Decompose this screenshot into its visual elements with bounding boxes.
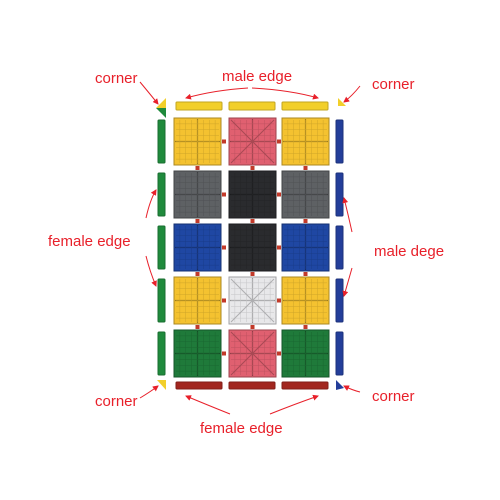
label-male-edge-top: male edge xyxy=(222,68,293,85)
label-corner-bottom-right: corner xyxy=(372,388,415,405)
arrow-right-b xyxy=(342,267,353,297)
tile-connector xyxy=(303,166,308,170)
tile-connector xyxy=(250,272,255,276)
edge-piece-top xyxy=(228,101,276,111)
corner-piece-top-left xyxy=(156,98,166,108)
edge-piece-right xyxy=(335,278,344,323)
edge-piece-right xyxy=(335,331,344,376)
edge-piece-top xyxy=(175,101,223,111)
edge-piece-left xyxy=(157,331,166,376)
tile-connector xyxy=(250,166,255,170)
edge-piece-bottom xyxy=(281,381,329,390)
tile-connector xyxy=(195,325,200,329)
arrow-left-a xyxy=(145,189,157,219)
tile xyxy=(228,117,281,170)
tile-connector xyxy=(303,219,308,223)
label-female-edge-bottom: female edge xyxy=(200,420,283,437)
tile-connector xyxy=(195,166,200,170)
edge-piece-right xyxy=(335,225,344,270)
arrow-top-a xyxy=(185,87,249,100)
tile xyxy=(173,329,226,378)
edge-piece-right xyxy=(335,119,344,164)
tile-connector xyxy=(222,245,226,250)
arrow-top-b xyxy=(251,87,319,100)
tile xyxy=(173,170,226,223)
tile-connector xyxy=(222,139,226,144)
arrow-top-right xyxy=(343,85,361,103)
tile xyxy=(228,329,281,378)
edge-piece-left xyxy=(157,172,166,217)
tile xyxy=(281,117,330,170)
tile-connector xyxy=(250,219,255,223)
tile xyxy=(173,276,226,329)
tile xyxy=(228,170,281,223)
tile-connector xyxy=(277,192,281,197)
label-female-edge-left: female edge xyxy=(48,233,131,250)
edge-piece-right xyxy=(335,172,344,217)
tile-diagonal xyxy=(230,278,275,323)
tile-connector xyxy=(222,192,226,197)
tile-connector xyxy=(195,272,200,276)
tile-diagonal xyxy=(230,331,275,376)
corner-piece-top-right xyxy=(338,98,346,106)
arrow-top-left xyxy=(139,81,159,105)
edge-piece-left xyxy=(157,225,166,270)
corner-piece-top-left xyxy=(156,108,166,118)
tile-diagonal xyxy=(230,119,275,164)
tile-connector xyxy=(222,298,226,303)
tile xyxy=(281,276,330,329)
tile-connector xyxy=(277,298,281,303)
tile xyxy=(173,117,226,170)
edge-piece-left xyxy=(157,119,166,164)
tile-connector xyxy=(250,325,255,329)
label-corner-top-left: corner xyxy=(95,70,138,87)
tile-connector xyxy=(277,351,281,356)
tile-connector xyxy=(195,219,200,223)
tile xyxy=(281,329,330,378)
tile xyxy=(281,223,330,276)
tile xyxy=(228,276,281,329)
edge-piece-left xyxy=(157,278,166,323)
edge-piece-top xyxy=(281,101,329,111)
label-corner-top-right: corner xyxy=(372,76,415,93)
edge-piece-bottom xyxy=(228,381,276,390)
label-corner-bottom-left: corner xyxy=(95,393,138,410)
corner-piece-bottom-left xyxy=(157,380,166,390)
tile-connector xyxy=(303,325,308,329)
tile-connector xyxy=(222,351,226,356)
edge-piece-bottom xyxy=(175,381,223,390)
arrow-left-b xyxy=(145,255,157,287)
corner-piece-bottom-right xyxy=(336,380,344,390)
arrow-bottom-left xyxy=(139,385,159,399)
tile xyxy=(228,223,281,276)
tile xyxy=(281,170,330,223)
label-male-edge-right: male dege xyxy=(374,243,445,260)
arrow-right-a xyxy=(342,197,353,233)
tile xyxy=(173,223,226,276)
tile-connector xyxy=(303,272,308,276)
arrow-bottom-a xyxy=(185,395,231,415)
tile-connector xyxy=(277,139,281,144)
arrow-bottom-right xyxy=(343,385,361,393)
tile-connector xyxy=(277,245,281,250)
arrow-bottom-b xyxy=(269,394,319,415)
